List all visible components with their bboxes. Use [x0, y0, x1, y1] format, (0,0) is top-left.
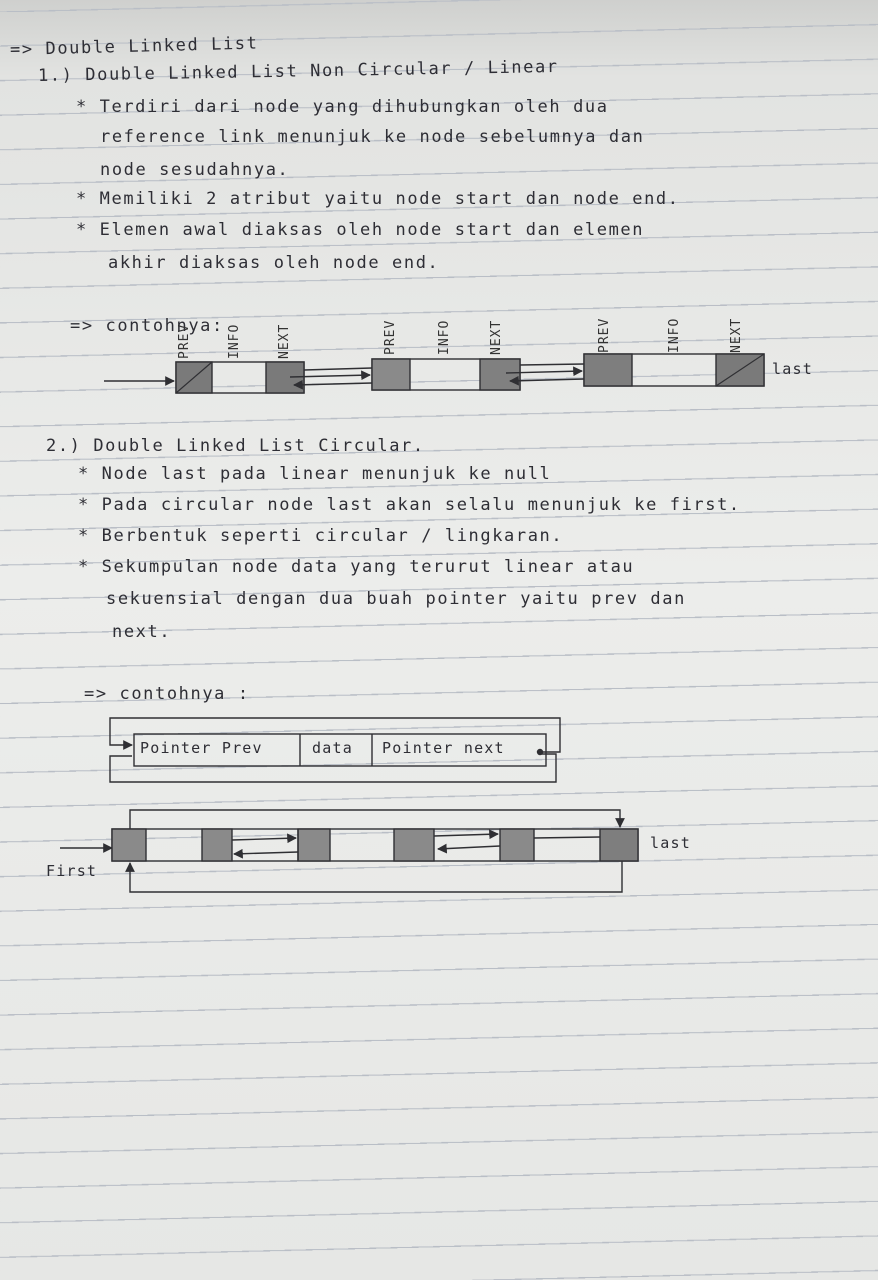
diagram2-last-label: last: [650, 834, 691, 852]
node3-prev-cell: [583, 353, 633, 387]
node-structure-diagram: [109, 717, 561, 783]
section1-example-label: => contohnya:: [70, 316, 224, 336]
circular-list-body: [111, 828, 639, 862]
section1-bullet1-line2: reference link menunjuk ke node sebelumn…: [100, 127, 645, 147]
node2-next-cell: [479, 358, 521, 391]
section2-example-label: => contohnya :: [84, 684, 250, 704]
section2-bullet4-line1: * Sekumpulan node data yang terurut line…: [78, 557, 635, 577]
diagram1-linear-list: [104, 353, 765, 394]
diagram2-first-label: First: [46, 862, 98, 880]
section1-bullet3-line2: akhir diaksas oleh node end.: [108, 253, 440, 273]
section2-title: 2.) Double Linked List Circular.: [46, 436, 425, 456]
section2-bullet4-line2: sekuensial dengan dua buah pointer yaitu…: [106, 589, 686, 609]
diagram1-last-label: last: [772, 360, 813, 378]
node-field-data: data: [312, 739, 353, 757]
section2-bullet2: * Pada circular node last akan selalu me…: [78, 495, 741, 515]
node1-next-cell: [265, 361, 305, 394]
section2-bullet3: * Berbentuk seperti circular / lingkaran…: [78, 526, 564, 546]
node-field-prev: Pointer Prev: [140, 739, 263, 757]
section2-bullet4-line3: next.: [112, 622, 172, 642]
node2-prev-cell: [371, 358, 411, 391]
section1-bullet1-line3: node sesudahnya.: [100, 160, 290, 180]
section1-bullet3-line1: * Elemen awal diaksas oleh node start da…: [76, 220, 645, 240]
section2-bullet1: * Node last pada linear menunjuk ke null: [78, 464, 552, 484]
section1-bullet1-line1: * Terdiri dari node yang dihubungkan ole…: [76, 97, 609, 117]
node-field-next: Pointer next: [382, 739, 505, 757]
section1-bullet2: * Memiliki 2 atribut yaitu node start da…: [76, 189, 680, 209]
diagram2-circular-list: [60, 809, 639, 893]
